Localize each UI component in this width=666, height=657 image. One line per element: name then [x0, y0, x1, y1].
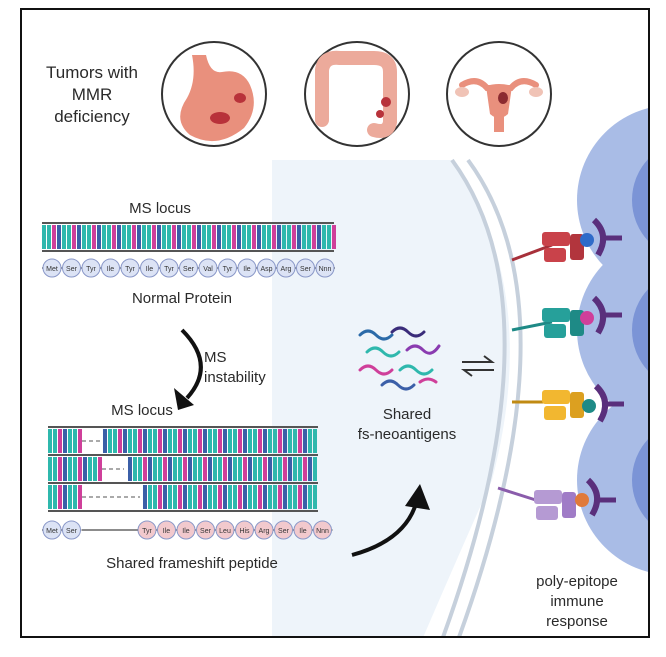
tumors-label-line3: deficiency: [54, 107, 130, 126]
frameshift-amino-acid-bead: [215, 520, 235, 540]
normal-amino-acid-label: Val: [203, 266, 213, 273]
neoantigens-label: Shared fs-neoantigens: [352, 405, 462, 445]
colon-icon: [304, 41, 410, 147]
normal-amino-acid-bead: [101, 258, 120, 278]
normal-amino-acid-label: Ser: [300, 266, 312, 273]
neoantigen-arrow: [351, 484, 430, 557]
normal-amino-acid-bead: [257, 258, 276, 278]
immune-response-label-line2: immune: [550, 593, 604, 610]
normal-amino-acid-bead: [81, 258, 101, 278]
normal-amino-acid-label: Arg: [281, 266, 292, 273]
cell-region: [272, 158, 523, 636]
uterus-icon: [446, 41, 552, 147]
equilibrium-arrows-icon: [461, 355, 495, 377]
neoantigen-peptides: [358, 326, 441, 391]
normal-amino-acid-label: Tyr: [125, 266, 135, 273]
instability-label-line2: instability: [204, 369, 266, 386]
normal-amino-acid-label: Tyr: [223, 266, 233, 273]
normal-amino-acid-bead: [179, 258, 198, 278]
frameshift-amino-acid-bead: [42, 520, 62, 540]
frameshift-amino-acid-label: Ile: [163, 528, 171, 535]
frameshift-amino-acid-bead: [196, 520, 215, 540]
frameshift-amino-acid-bead: [176, 520, 196, 540]
tumors-label: Tumors with MMR deficiency: [32, 62, 152, 128]
immune-response-label-line3: response: [546, 613, 608, 630]
frameshift-amino-acid-bead: [254, 520, 274, 540]
normal-amino-acid-bead: [218, 258, 237, 278]
frameshift-amino-acid-label: Tyr: [142, 528, 152, 535]
neoantigens-label-line2: fs-neoantigens: [357, 426, 457, 443]
mhc-tcr-complex-green: [511, 295, 622, 338]
immune-response-label: poly-epitope immune response: [517, 572, 637, 632]
normal-protein-chain: Met Ser Tyr Ile Tyr Ile Tyr Ser Val Tyr Ile Asp Arg S…: [42, 258, 335, 278]
mhc-tcr-complex-red: [511, 217, 622, 262]
instability-label: MS instability: [204, 348, 294, 388]
frameshift-amino-acid-bead: [62, 520, 81, 540]
tumors-label-line2: MMR: [71, 85, 113, 104]
t-cells: [577, 108, 648, 572]
mutant-locus-label: MS locus: [111, 402, 173, 419]
normal-amino-acid-label: Ile: [243, 266, 251, 273]
normal-amino-acid-label: Ile: [107, 266, 115, 273]
frameshift-amino-acid-label: His: [239, 528, 250, 535]
t-cell: [577, 388, 648, 572]
normal-amino-acid-label: Ile: [146, 266, 154, 273]
normal-ms-locus-dna: [42, 222, 336, 252]
frameshift-amino-acid-label: Met: [46, 528, 58, 535]
frameshift-amino-acid-label: Leu: [219, 528, 231, 535]
normal-amino-acid-bead: [159, 258, 179, 278]
normal-amino-acid-label: Tyr: [164, 266, 174, 273]
frameshift-amino-acid-label: Arg: [259, 528, 270, 535]
normal-amino-acid-label: Met: [46, 266, 58, 273]
frameshift-amino-acid-label: Ser: [278, 528, 290, 535]
frameshift-peptide-chain: Met Ser Tyr Ile Ile Ser Leu His Arg Ser Ile Nnn: [42, 520, 333, 540]
neoantigens-label-line1: Shared: [382, 406, 432, 423]
frameshift-amino-acid-bead: [293, 520, 313, 540]
mutant-ms-locus-dna: [48, 426, 318, 512]
immune-response-label-line1: poly-epitope: [536, 573, 618, 590]
normal-amino-acid-bead: [62, 258, 81, 278]
normal-amino-acid-bead: [237, 258, 257, 278]
normal-amino-acid-bead: [120, 258, 140, 278]
t-cell: [577, 238, 648, 422]
mhc-tcr-complex-yellow: [512, 383, 624, 423]
normal-amino-acid-label: Nnn: [319, 266, 332, 273]
normal-amino-acid-bead: [276, 258, 296, 278]
frameshift-amino-acid-label: Ile: [299, 528, 307, 535]
normal-amino-acid-bead: [140, 258, 159, 278]
mhc-tcr-complex-purple: [497, 477, 616, 520]
instability-label-line1: MS: [204, 349, 227, 366]
normal-amino-acid-bead: [296, 258, 315, 278]
frameshift-amino-acid-bead: [235, 520, 254, 540]
frameshift-amino-acid-label: Ile: [182, 528, 190, 535]
frameshift-peptide-label: Shared frameshift peptide: [106, 555, 278, 572]
normal-amino-acid-bead: [315, 258, 335, 278]
normal-protein-label: Normal Protein: [131, 290, 233, 307]
frameshift-amino-acid-label: Nnn: [316, 528, 329, 535]
frameshift-amino-acid-label: Ser: [200, 528, 212, 535]
frameshift-amino-acid-bead: [137, 520, 157, 540]
frameshift-amino-acid-bead: [313, 520, 332, 540]
normal-amino-acid-bead: [42, 258, 62, 278]
frameshift-amino-acid-bead: [157, 520, 176, 540]
normal-locus-label: MS locus: [129, 200, 191, 217]
frameshift-amino-acid-bead: [274, 520, 293, 540]
stomach-icon: [161, 41, 267, 147]
instability-arrow: [174, 328, 203, 410]
normal-amino-acid-bead: [198, 258, 218, 278]
normal-amino-acid-label: Ser: [66, 266, 78, 273]
normal-amino-acid-label: Asp: [260, 266, 272, 273]
normal-amino-acid-label: Tyr: [86, 266, 96, 273]
normal-amino-acid-label: Ser: [183, 266, 195, 273]
tumors-label-line1: Tumors with: [46, 63, 138, 82]
frameshift-amino-acid-label: Ser: [66, 528, 78, 535]
